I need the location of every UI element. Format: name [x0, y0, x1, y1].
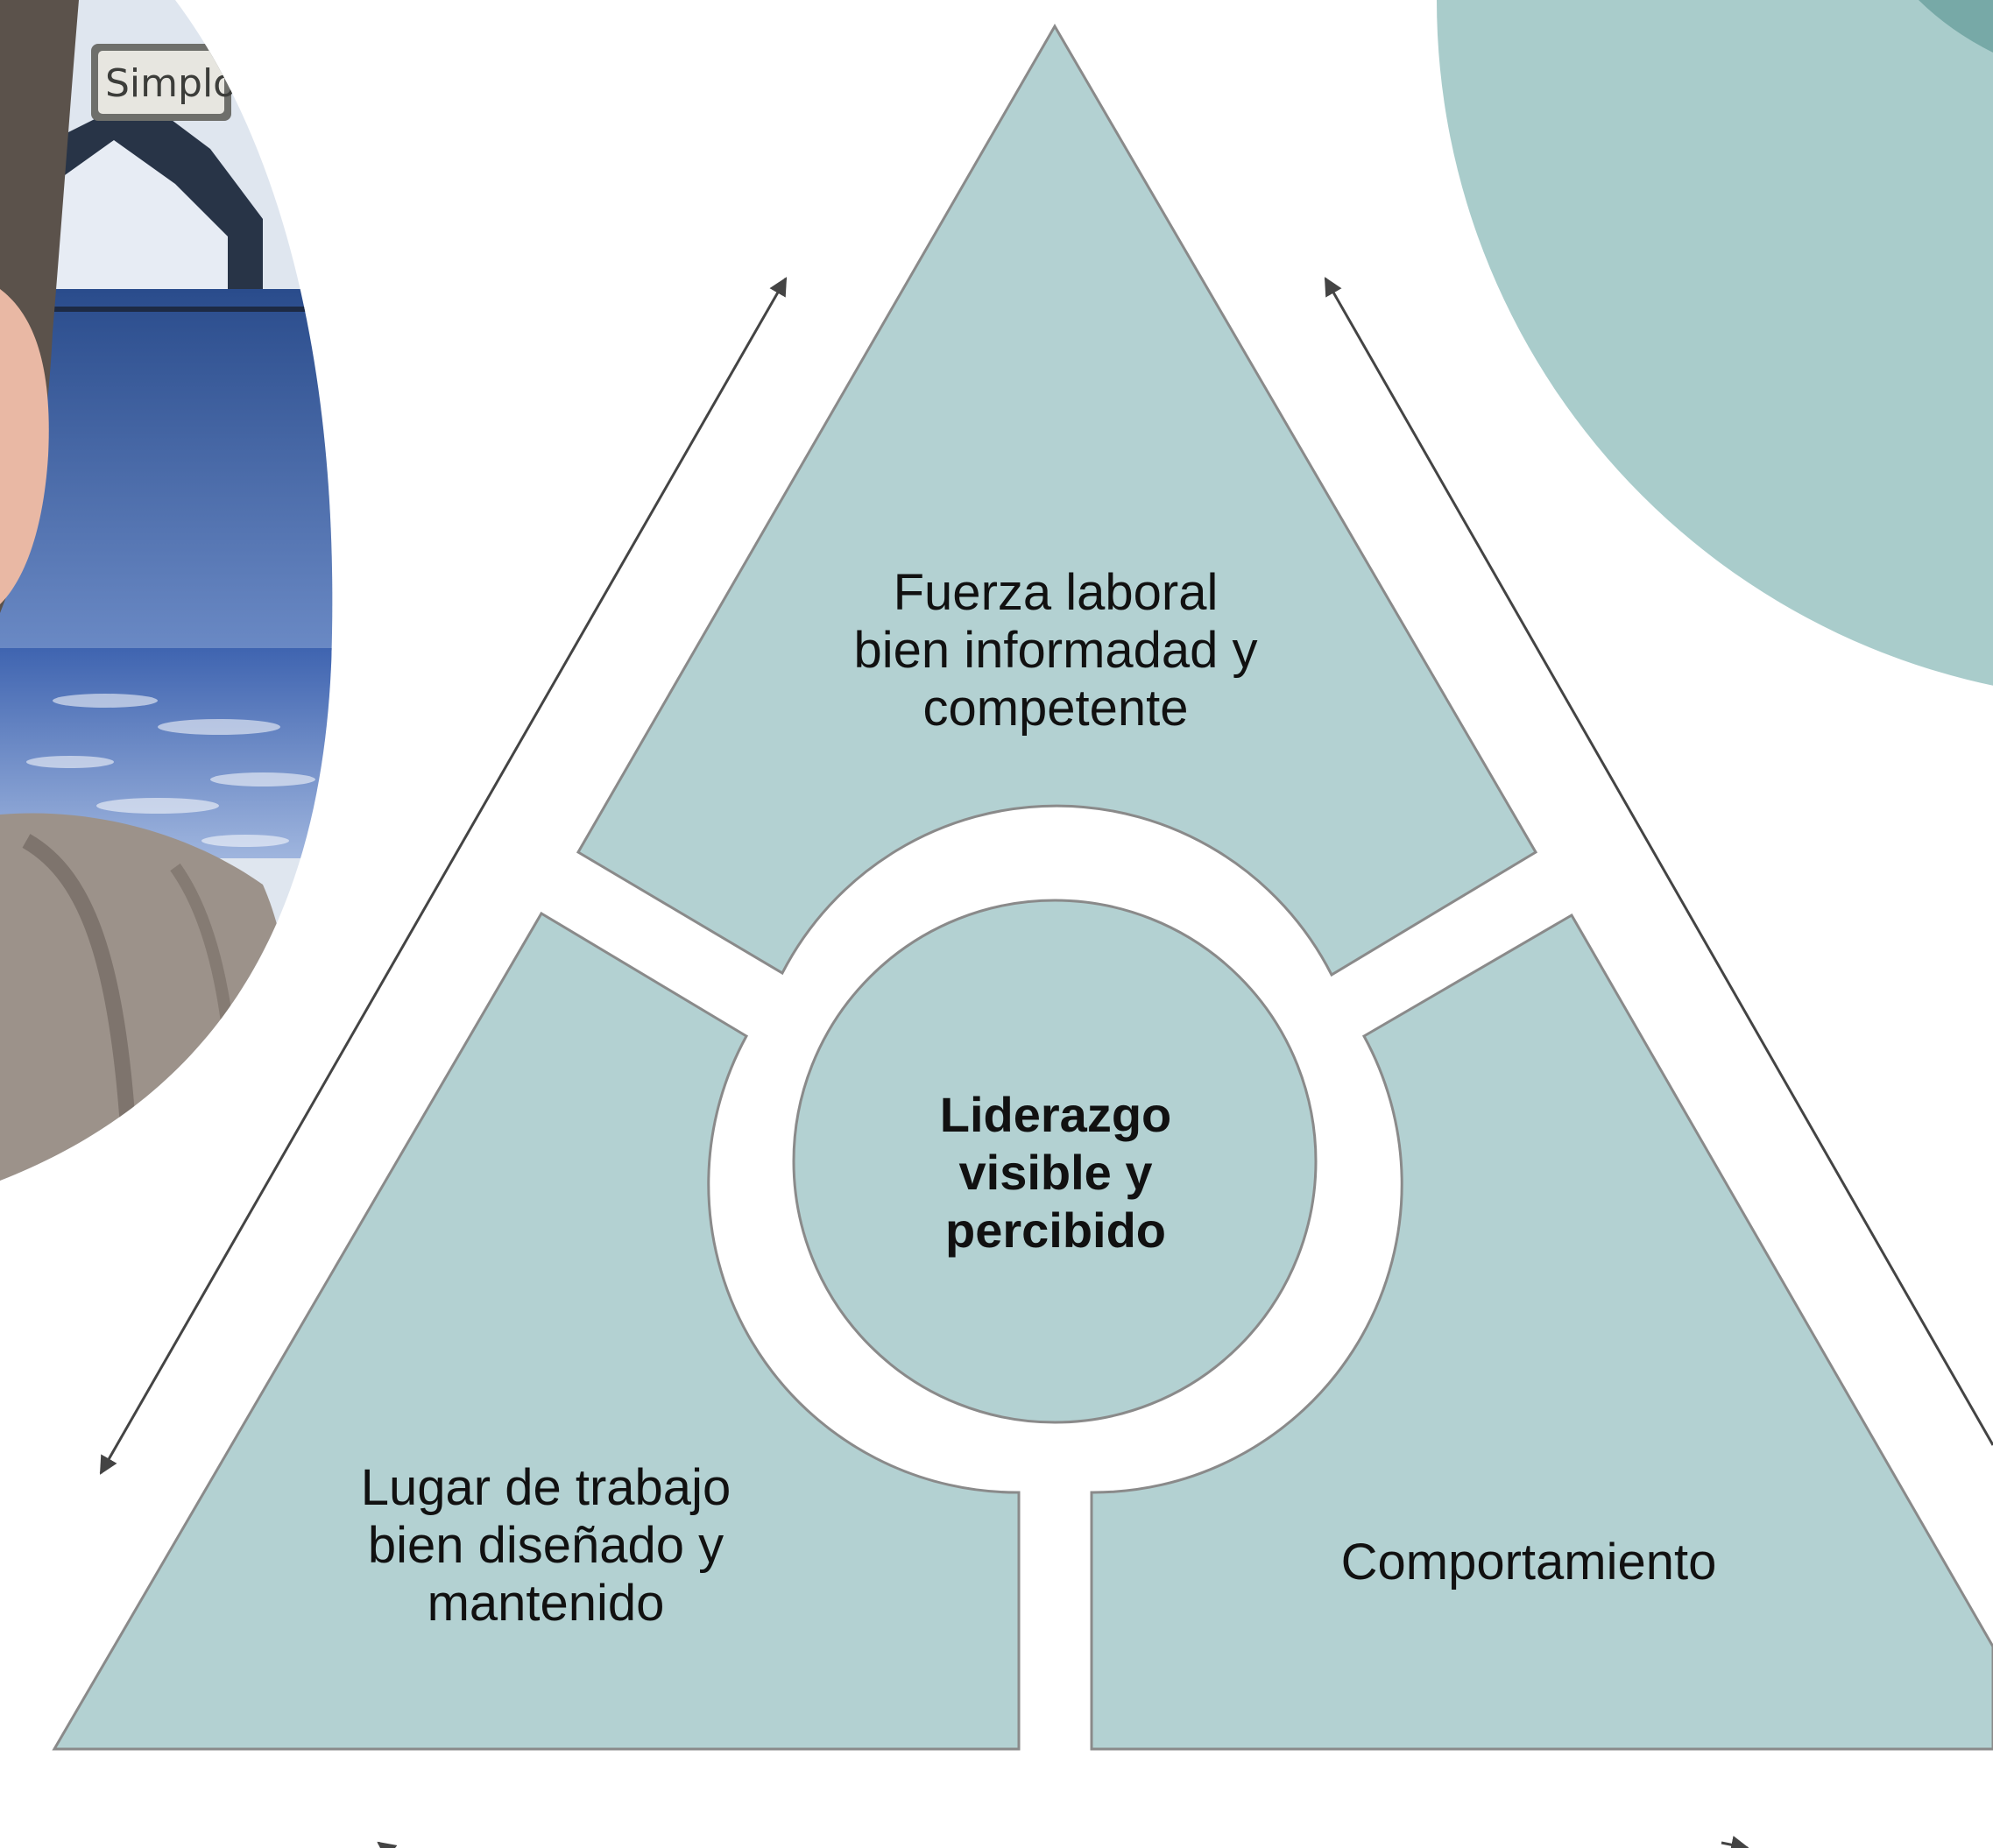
segment-right-line-1: Comportamiento	[1340, 1534, 1717, 1591]
segment-top-line-3: competente	[922, 680, 1189, 737]
road-sign: Simplo	[91, 44, 237, 121]
segment-left-line-1: Lugar de trabajo	[360, 1459, 731, 1516]
segment-left	[52, 911, 1021, 1751]
center-line-3: percibido	[944, 1203, 1167, 1258]
decorative-circle	[1437, 0, 1993, 686]
segment-top-label: Fuerza laboral bien informadad y compete…	[793, 564, 1318, 737]
arrow-left	[99, 277, 788, 1475]
segment-top-line-2: bien informadad y	[853, 622, 1258, 679]
center-circle	[792, 899, 1318, 1424]
segment-top	[576, 24, 1538, 977]
center-line-2: visible y	[958, 1145, 1153, 1200]
center-line-1: Liderazgo	[939, 1087, 1172, 1142]
segment-right-label: Comportamiento	[1266, 1534, 1792, 1591]
person-photo: Simplo	[0, 0, 333, 1181]
cycle-arrows	[99, 277, 1993, 1848]
segment-left-line-2: bien diseñado y	[367, 1517, 724, 1574]
road-sign-text: Simplo	[105, 61, 237, 106]
arrow-right	[1324, 277, 1993, 1446]
arrow-bottom-right-stub	[1721, 1835, 1750, 1848]
segment-left-label: Lugar de trabajo bien diseñado y manteni…	[283, 1459, 809, 1633]
segment-right	[1090, 913, 1993, 1751]
arrow-bottom-left-stub	[377, 1841, 398, 1848]
segment-left-line-3: mantenido	[427, 1575, 665, 1632]
segment-top-line-1: Fuerza laboral	[893, 564, 1219, 621]
center-label: Liderazgo visible y percibido	[793, 1086, 1318, 1259]
